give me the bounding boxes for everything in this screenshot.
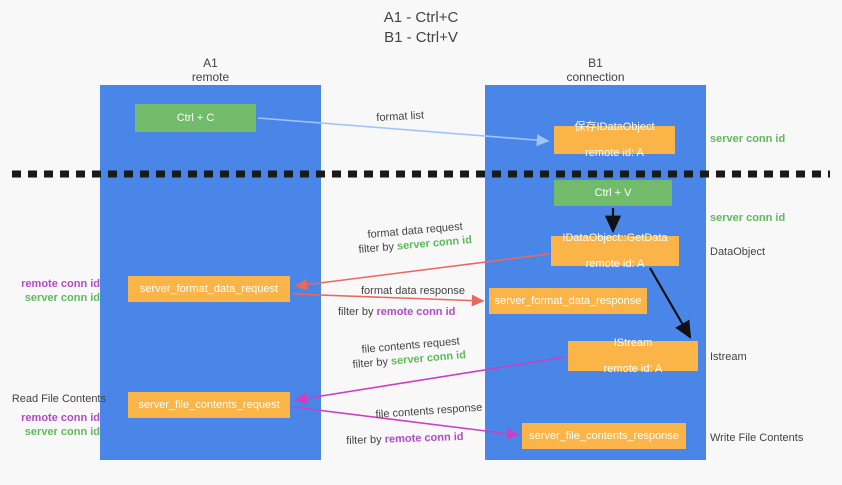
annotation-format-list: format list	[376, 109, 425, 124]
column-header-b1: B1 connection	[485, 56, 706, 84]
page-title: A1 - Ctrl+C B1 - Ctrl+V	[0, 8, 842, 48]
side-label-dataobject: DataObject	[710, 246, 766, 258]
annotation-file-contents-response: file contents response	[375, 401, 483, 421]
node-server-file-contents-response[interactable]: server_file_contents_response	[522, 423, 686, 449]
node-server-format-data-response-label: server_format_data_response	[494, 294, 642, 307]
node-server-format-data-request[interactable]: server_format_data_request	[128, 276, 290, 302]
side-label-server-conn-id-mid: server conn id	[710, 212, 786, 224]
side-label-server-conn-id-top: server conn id	[710, 133, 786, 145]
side-label-read-file-contents: Read File Contents	[11, 393, 106, 405]
annotation-format-data-response-filter: filter by remote conn id	[338, 305, 455, 320]
node-istream-line1: IStream	[613, 336, 653, 349]
filter-by-text-1: filter by	[358, 240, 398, 256]
node-istream-line2: remote id: A	[603, 362, 663, 375]
node-ctrl-v-label: Ctrl + V	[594, 186, 632, 199]
title-line-1: A1 - Ctrl+C	[383, 9, 459, 26]
node-idataobject-getdata[interactable]: IDataObject::GetData remote id: A	[551, 232, 679, 270]
column-b1-role: connection	[566, 70, 625, 84]
column-a1-name: A1	[203, 56, 218, 70]
node-server-format-data-response[interactable]: server_format_data_response	[489, 288, 647, 314]
filter-remote-conn-id-1: remote conn id	[376, 306, 456, 318]
side-label-remote-conn-id-2: remote conn id	[21, 412, 100, 424]
node-server-file-contents-request[interactable]: server_file_contents_request	[128, 392, 290, 418]
annotation-file-contents-response-filter: filter by remote conn id	[346, 430, 464, 449]
side-label-server-conn-id-1: server conn id	[24, 292, 100, 304]
title-line-2: B1 - Ctrl+V	[384, 29, 458, 46]
node-ctrl-v[interactable]: Ctrl + V	[554, 180, 672, 206]
filter-by-text-2: filter by	[338, 306, 377, 318]
node-getdata-text: IDataObject::GetData remote id: A	[562, 232, 667, 271]
side-label-remote-conn-id-1: remote conn id	[21, 278, 100, 290]
node-server-file-contents-response-label: server_file_contents_response	[529, 429, 679, 442]
filter-remote-conn-id-2: remote conn id	[384, 430, 464, 446]
node-save-idataobject-line1: 保存IDataObject	[574, 120, 655, 133]
node-server-file-contents-request-label: server_file_contents_request	[138, 398, 280, 411]
node-save-idataobject[interactable]: 保存IDataObject remote id: A	[554, 121, 675, 159]
annotation-format-data-response: format data response	[361, 285, 465, 297]
side-label-istream: Istream	[710, 351, 747, 363]
column-b1-name: B1	[588, 56, 603, 70]
node-getdata-line1: IDataObject::GetData	[562, 231, 668, 244]
column-header-a1: A1 remote	[100, 56, 321, 84]
side-label-conn-ids-format: remote conn id server conn id	[8, 277, 100, 305]
node-istream-text: IStream remote id: A	[604, 337, 663, 376]
node-save-idataobject-text: 保存IDataObject remote id: A	[574, 121, 654, 160]
side-label-conn-ids-file: remote conn id server conn id	[8, 411, 100, 439]
filter-by-text-3: filter by	[352, 355, 392, 371]
node-istream[interactable]: IStream remote id: A	[568, 337, 698, 375]
column-a1-role: remote	[191, 70, 230, 84]
node-ctrl-c[interactable]: Ctrl + C	[135, 104, 256, 132]
side-label-write-file-contents: Write File Contents	[710, 432, 804, 444]
node-server-format-data-request-label: server_format_data_request	[139, 282, 279, 295]
filter-by-text-4: filter by	[346, 433, 385, 447]
node-save-idataobject-line2: remote id: A	[585, 146, 644, 159]
side-label-server-conn-id-2: server conn id	[24, 426, 100, 438]
node-getdata-line2: remote id: A	[585, 257, 645, 270]
node-ctrl-c-label: Ctrl + C	[176, 111, 215, 124]
